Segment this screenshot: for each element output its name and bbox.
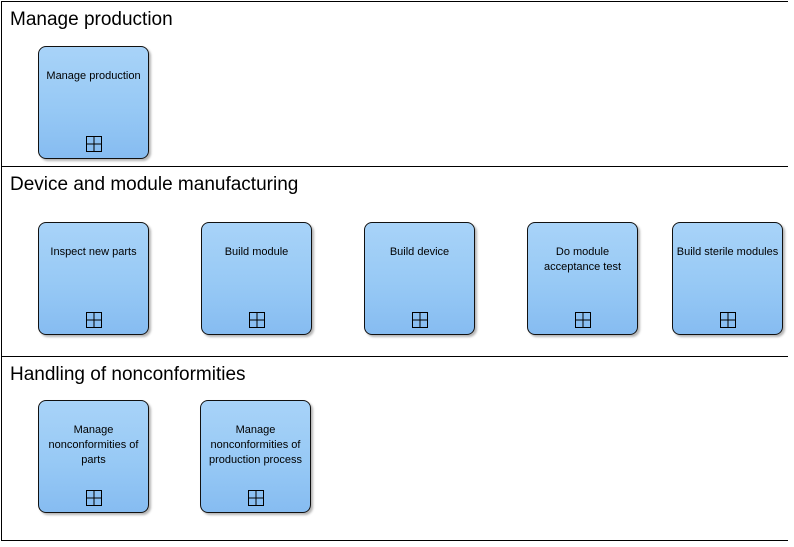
lane-title: Device and module manufacturing (10, 174, 299, 195)
process-box-do-module-acceptance-test[interactable]: Do module acceptance test (527, 222, 638, 335)
expand-plus-icon[interactable] (248, 312, 265, 328)
expand-plus-icon[interactable] (85, 312, 102, 328)
expand-plus-icon[interactable] (247, 490, 264, 506)
lane-handling-of-nonconformities: Handling of nonconformities Manage nonco… (2, 357, 788, 537)
process-box-inspect-new-parts[interactable]: Inspect new parts (38, 222, 149, 335)
process-box-label: Manage production (46, 70, 141, 82)
process-box-build-sterile-modules[interactable]: Build sterile modules (672, 222, 783, 335)
process-box-build-module[interactable]: Build module (201, 222, 312, 335)
lane-manage-production: Manage production Manage production (2, 2, 788, 167)
process-landscape-diagram: Manage production Manage production Devi… (1, 1, 788, 541)
expand-plus-icon[interactable] (85, 490, 102, 506)
process-box-build-device[interactable]: Build device (364, 222, 475, 335)
process-box-label: Do module acceptance test (543, 246, 622, 273)
process-box-label: Build device (389, 246, 450, 258)
lane-title: Manage production (10, 9, 173, 30)
process-box-manage-nonconformities-of-production-process[interactable]: Manage nonconformities of production pro… (200, 400, 311, 513)
expand-plus-icon[interactable] (85, 136, 102, 152)
lane-device-module-manufacturing: Device and module manufacturing Inspect … (2, 167, 788, 357)
process-box-label: Build module (224, 246, 289, 258)
expand-plus-icon[interactable] (719, 312, 736, 328)
process-box-label: Manage nonconformities of parts (48, 424, 139, 466)
process-box-manage-production[interactable]: Manage production (38, 46, 149, 159)
lane-title: Handling of nonconformities (10, 364, 246, 385)
process-box-manage-nonconformities-of-parts[interactable]: Manage nonconformities of parts (38, 400, 149, 513)
expand-plus-icon[interactable] (574, 312, 591, 328)
process-box-label: Inspect new parts (50, 246, 137, 258)
process-box-label: Manage nonconformities of production pro… (209, 424, 302, 466)
expand-plus-icon[interactable] (411, 312, 428, 328)
process-box-label: Build sterile modules (676, 246, 779, 258)
